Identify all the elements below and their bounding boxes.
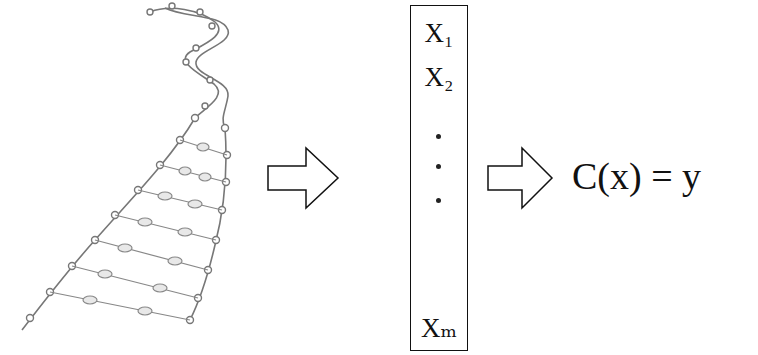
block-arrow xyxy=(268,148,338,208)
ellipsis-dot xyxy=(436,164,441,169)
vector-component: Xₘ xyxy=(411,312,467,344)
block-arrow xyxy=(488,148,552,208)
vector-component: X₁ xyxy=(411,18,467,49)
classifier-formula: C(x) = y xyxy=(572,154,701,198)
feature-vector: X₁ X₂ Xₘ xyxy=(410,5,468,351)
ellipsis-dot xyxy=(436,198,441,203)
vector-component: X₂ xyxy=(411,62,467,93)
ellipsis-dot xyxy=(436,134,441,139)
